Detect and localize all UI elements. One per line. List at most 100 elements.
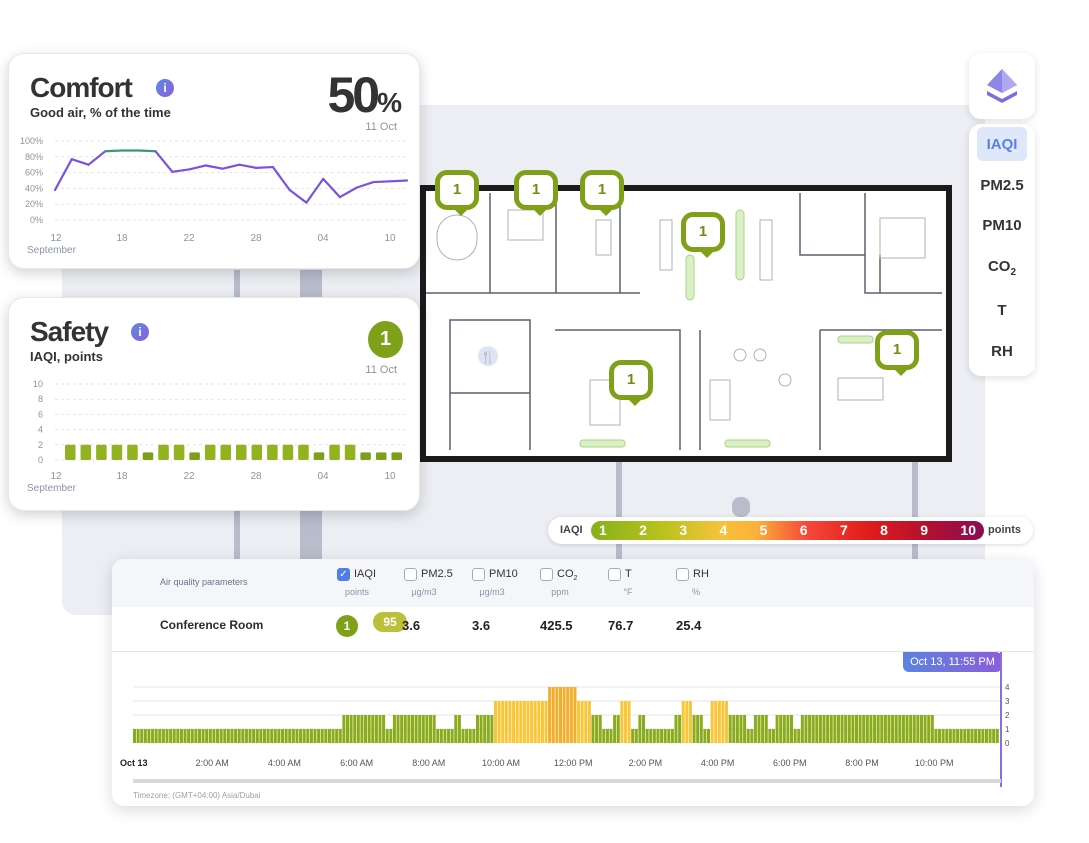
param-pm25[interactable]: PM2.5 bbox=[980, 177, 1024, 194]
y-tick-label: 6 bbox=[38, 409, 43, 419]
column-label: RH bbox=[693, 568, 709, 580]
time-cursor-label[interactable]: Oct 13, 11:55 PM bbox=[903, 652, 1002, 672]
y-tick-label: 8 bbox=[38, 394, 43, 404]
t-value: 76.7 bbox=[608, 618, 634, 633]
line-segment bbox=[305, 177, 325, 204]
y-tick-label: 0 bbox=[38, 455, 43, 465]
line-segment bbox=[372, 180, 392, 184]
bar bbox=[65, 444, 76, 460]
legend-step: 1 bbox=[599, 522, 607, 538]
map-pin[interactable]: 1 bbox=[609, 360, 653, 406]
y-tick-label: 100% bbox=[20, 136, 43, 146]
line-segment bbox=[187, 164, 207, 171]
x-tick-label: 22 bbox=[183, 233, 195, 244]
x-tick-label: 10 bbox=[384, 471, 396, 482]
x-tick-label: 22 bbox=[183, 471, 195, 482]
time-cursor-line[interactable] bbox=[1000, 652, 1002, 787]
divider bbox=[112, 651, 1034, 652]
safety-subtitle: IAQI, points bbox=[30, 349, 103, 364]
room-name[interactable]: Conference Room bbox=[160, 618, 264, 632]
line-segment bbox=[221, 163, 241, 170]
legend-step: 7 bbox=[839, 522, 848, 538]
line-segment bbox=[355, 180, 375, 189]
param-t[interactable]: T bbox=[997, 302, 1007, 319]
x-sub-label: September bbox=[27, 245, 77, 256]
x-tick-label: 10 bbox=[384, 233, 396, 244]
line-segment bbox=[137, 149, 157, 153]
column-label: PM10 bbox=[489, 568, 518, 580]
line-segment bbox=[70, 158, 90, 166]
param-rh[interactable]: RH bbox=[991, 343, 1013, 360]
map-pin[interactable]: 1 bbox=[875, 330, 919, 376]
bar bbox=[142, 452, 154, 460]
column-label: IAQI bbox=[354, 568, 377, 580]
checkbox-5[interactable] bbox=[676, 568, 689, 581]
legend-label: IAQI bbox=[560, 524, 583, 536]
bar bbox=[236, 444, 247, 460]
comfort-title: Comfort bbox=[30, 72, 133, 103]
pm10-value: 3.6 bbox=[472, 618, 491, 633]
legend-step: 6 bbox=[799, 522, 808, 538]
bar bbox=[267, 444, 278, 460]
legend-step: 4 bbox=[719, 522, 728, 538]
param-iaqi[interactable]: IAQI bbox=[986, 136, 1018, 153]
panel-header bbox=[112, 559, 1034, 607]
param-pm10[interactable]: PM10 bbox=[982, 217, 1022, 234]
timezone-label: Timezone: (GMT+04:00) Asia/Dubai bbox=[133, 791, 261, 800]
checkbox-2[interactable] bbox=[472, 568, 485, 581]
legend-step: 5 bbox=[759, 522, 768, 538]
checkbox-3[interactable] bbox=[540, 568, 553, 581]
layers-logo-icon bbox=[987, 69, 1017, 103]
line-segment bbox=[171, 168, 191, 173]
x-tick-label: 28 bbox=[250, 233, 262, 244]
comfort-card: Comfort i Good air, % of the time 50% 11… bbox=[8, 53, 420, 269]
map-pin[interactable]: 1 bbox=[681, 212, 725, 258]
bar bbox=[375, 452, 387, 460]
bar bbox=[360, 452, 371, 460]
line-segment bbox=[87, 150, 107, 166]
checkbox-0[interactable]: ✓ bbox=[337, 568, 350, 581]
checkbox-1[interactable] bbox=[404, 568, 417, 581]
bar bbox=[251, 444, 263, 460]
y-tick-label: 20% bbox=[25, 199, 43, 209]
svg-text:🍴: 🍴 bbox=[481, 350, 496, 364]
y-tick-label: 4 bbox=[38, 425, 43, 435]
param-co2[interactable]: CO2 bbox=[987, 258, 1017, 278]
map-pin[interactable]: 1 bbox=[580, 170, 624, 216]
y-tick-label: 40% bbox=[25, 183, 43, 193]
pm25-value: 3.6 bbox=[402, 618, 421, 633]
checkbox-4[interactable] bbox=[608, 568, 621, 581]
bar bbox=[313, 452, 325, 460]
line-segment bbox=[255, 165, 275, 169]
score-badge: 95 bbox=[373, 612, 407, 632]
map-pin[interactable]: 1 bbox=[514, 170, 558, 216]
info-icon[interactable]: i bbox=[156, 79, 174, 97]
legend-step: 9 bbox=[920, 522, 929, 538]
app-logo[interactable] bbox=[969, 53, 1035, 119]
x-tick-label: 18 bbox=[116, 233, 128, 244]
bar bbox=[173, 444, 185, 460]
line-segment bbox=[204, 164, 224, 170]
column-unit: °F bbox=[623, 587, 633, 597]
column-unit: points bbox=[344, 587, 370, 597]
safety-value-badge: 1 bbox=[368, 321, 403, 358]
comfort-value: 50% bbox=[327, 67, 402, 123]
column-label: CO2 bbox=[557, 568, 578, 583]
column-unit: ppm bbox=[551, 587, 569, 597]
info-icon[interactable]: i bbox=[131, 323, 149, 341]
line-segment bbox=[154, 150, 174, 173]
column-unit: % bbox=[691, 587, 700, 597]
co2-value: 425.5 bbox=[540, 618, 573, 633]
map-pin[interactable]: 1 bbox=[435, 170, 479, 216]
air-quality-panel: Air quality parameters ✓ IAQI points PM2… bbox=[112, 559, 1034, 806]
column-unit: µg/m3 bbox=[479, 587, 505, 597]
bar bbox=[344, 444, 356, 460]
x-tick-label: 12 bbox=[50, 233, 62, 244]
column-label: PM2.5 bbox=[421, 568, 453, 580]
